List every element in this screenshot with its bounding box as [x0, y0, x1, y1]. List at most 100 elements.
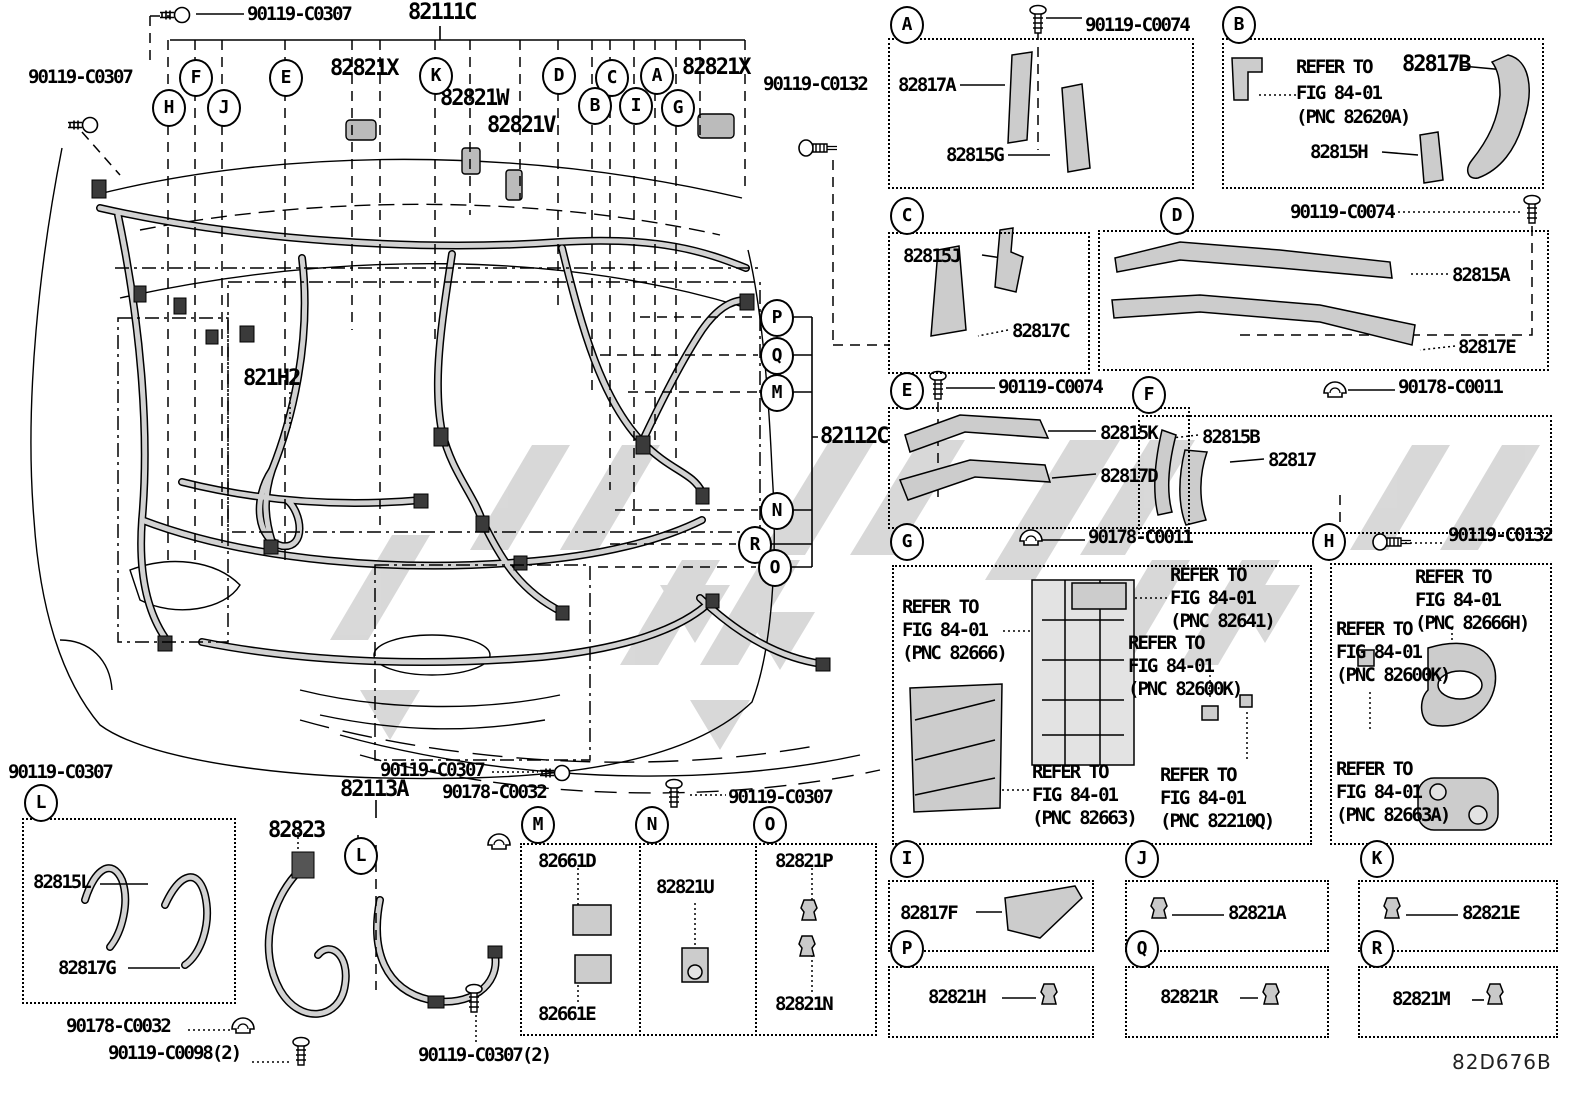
part-label-screw-mid-bottom[interactable]: 90119-C0307 — [380, 759, 486, 781]
part-label-82821A[interactable]: 82821A — [1228, 902, 1287, 924]
part-label-82817B[interactable]: 82817B — [1402, 52, 1471, 77]
detail-box-r — [1358, 966, 1558, 1038]
part-label-82821X-left[interactable]: 82821X — [330, 56, 399, 81]
car-outline — [30, 147, 881, 794]
part-label-82821V[interactable]: 82821V — [487, 113, 556, 138]
part-label-82815H[interactable]: 82815H — [1310, 141, 1369, 163]
refer-line: FIG 84-01 — [1336, 641, 1423, 663]
refer-line: (PNC 82663) — [1032, 807, 1138, 829]
detail-box-i — [888, 880, 1094, 952]
detail-box-j — [1125, 880, 1329, 952]
callout-n[interactable]: N — [760, 492, 794, 530]
callout-a[interactable]: A — [640, 57, 674, 95]
callout-e[interactable]: E — [269, 59, 303, 97]
part-label-82815G[interactable]: 82815G — [946, 144, 1005, 166]
part-label-screw-bottom-pair[interactable]: 90119-C0307(2) — [418, 1044, 552, 1066]
part-label-82817[interactable]: 82817 — [1268, 449, 1317, 471]
part-label-82817E[interactable]: 82817E — [1458, 336, 1517, 358]
refer-line: FIG 84-01 — [1170, 587, 1257, 609]
callout-m[interactable]: M — [760, 374, 794, 412]
part-label-82815K[interactable]: 82815K — [1100, 422, 1159, 444]
part-label-f-fastener[interactable]: 90178-C0011 — [1398, 376, 1504, 398]
refer-block-h2: REFER TO FIG 84-01 (PNC 82663A) — [1336, 758, 1451, 827]
detail-box-b — [1222, 38, 1544, 189]
refer-line: (PNC 82641) — [1170, 610, 1276, 632]
part-label-82815J[interactable]: 82815J — [903, 245, 962, 267]
part-label-a-fastener[interactable]: 90119-C0074 — [1085, 14, 1191, 36]
refer-block-g4: REFER TO FIG 84-01 (PNC 82210Q) — [1160, 764, 1275, 833]
part-label-82661E[interactable]: 82661E — [538, 1003, 597, 1025]
detail-box-d — [1098, 230, 1549, 371]
part-label-82815B[interactable]: 82815B — [1202, 426, 1261, 448]
callout-p[interactable]: P — [760, 299, 794, 337]
callout-q[interactable]: Q — [760, 337, 794, 375]
part-label-82815A[interactable]: 82815A — [1452, 264, 1511, 286]
part-label-82821P[interactable]: 82821P — [775, 850, 834, 872]
callout-f[interactable]: F — [179, 59, 213, 97]
diagram-code: 82D676B — [1452, 1050, 1552, 1074]
part-label-82821E[interactable]: 82821E — [1462, 902, 1521, 924]
part-label-821H2[interactable]: 821H2 — [243, 366, 301, 391]
part-label-screw-lbox-pair[interactable]: 90119-C0098(2) — [108, 1042, 242, 1064]
part-label-82111C[interactable]: 82111C — [408, 0, 477, 25]
callout-box-e: E — [890, 372, 924, 410]
callout-b[interactable]: B — [578, 87, 612, 125]
part-label-82817A[interactable]: 82817A — [898, 74, 957, 96]
callout-o[interactable]: O — [758, 549, 792, 587]
part-label-screw-top[interactable]: 90119-C0307 — [247, 3, 353, 25]
callout-box-f: F — [1132, 376, 1166, 414]
part-label-82661D[interactable]: 82661D — [538, 850, 597, 872]
part-label-clip-lbox[interactable]: 90178-C0032 — [66, 1015, 172, 1037]
part-label-clip-mid-bottom[interactable]: 90178-C0032 — [442, 781, 548, 803]
refer-fig: FIG 84-01 — [1296, 82, 1383, 104]
callout-k[interactable]: K — [419, 57, 453, 95]
clip-icon — [1019, 529, 1043, 546]
part-label-screw-lbox-top[interactable]: 90119-C0307 — [8, 761, 114, 783]
part-label-g-fastener[interactable]: 90178-C0011 — [1088, 526, 1194, 548]
callout-box-k: K — [1360, 840, 1394, 878]
detail-box-o — [755, 843, 877, 1036]
part-label-82817G[interactable]: 82817G — [58, 957, 117, 979]
part-label-82823[interactable]: 82823 — [268, 818, 326, 843]
callout-d[interactable]: D — [542, 57, 576, 95]
part-label-82821M[interactable]: 82821M — [1392, 988, 1451, 1010]
part-label-82821R[interactable]: 82821R — [1160, 986, 1219, 1008]
part-label-bolt-right[interactable]: 90119-C0132 — [763, 73, 869, 95]
callout-l-center[interactable]: L — [344, 837, 378, 875]
callout-l-left[interactable]: L — [24, 784, 58, 822]
part-label-82815L[interactable]: 82815L — [33, 871, 92, 893]
wiring-harness — [81, 113, 831, 1018]
bolt-icon — [1372, 533, 1412, 551]
part-label-82112C[interactable]: 82112C — [820, 424, 889, 449]
part-label-82821N[interactable]: 82821N — [775, 993, 834, 1015]
part-label-82821U[interactable]: 82821U — [656, 876, 715, 898]
part-label-h-fastener[interactable]: 90119-C0132 — [1448, 524, 1554, 546]
clip-icon — [231, 1017, 255, 1034]
callout-g[interactable]: G — [661, 89, 695, 127]
part-label-82817F[interactable]: 82817F — [900, 902, 959, 924]
callout-j[interactable]: J — [207, 89, 241, 127]
callout-box-h: H — [1312, 523, 1346, 561]
refer-line: (PNC 82663A) — [1336, 804, 1451, 826]
part-label-d-fastener[interactable]: 90119-C0074 — [1290, 201, 1396, 223]
refer-line: REFER TO — [1336, 618, 1414, 640]
callout-r[interactable]: R — [738, 526, 772, 564]
refer-line: FIG 84-01 — [1032, 784, 1119, 806]
callout-h[interactable]: H — [152, 89, 186, 127]
part-label-screw-right-bottom[interactable]: 90119-C0307 — [728, 786, 834, 808]
callout-box-d: D — [1160, 197, 1194, 235]
part-label-82821H[interactable]: 82821H — [928, 986, 987, 1008]
callout-i[interactable]: I — [619, 87, 653, 125]
leader-lines — [100, 13, 1506, 1001]
part-label-82113A[interactable]: 82113A — [340, 777, 409, 802]
part-label-82821X-right[interactable]: 82821X — [682, 55, 751, 80]
part-label-screw-left[interactable]: 90119-C0307 — [28, 66, 134, 88]
detail-box-e — [888, 407, 1190, 529]
part-label-82817C[interactable]: 82817C — [1012, 320, 1071, 342]
part-label-82817D[interactable]: 82817D — [1100, 465, 1159, 487]
callout-box-n: N — [635, 806, 669, 844]
refer-line: (PNC 82666) — [902, 642, 1008, 664]
part-label-e-fastener[interactable]: 90119-C0074 — [998, 376, 1104, 398]
part-label-82821W[interactable]: 82821W — [440, 86, 509, 111]
